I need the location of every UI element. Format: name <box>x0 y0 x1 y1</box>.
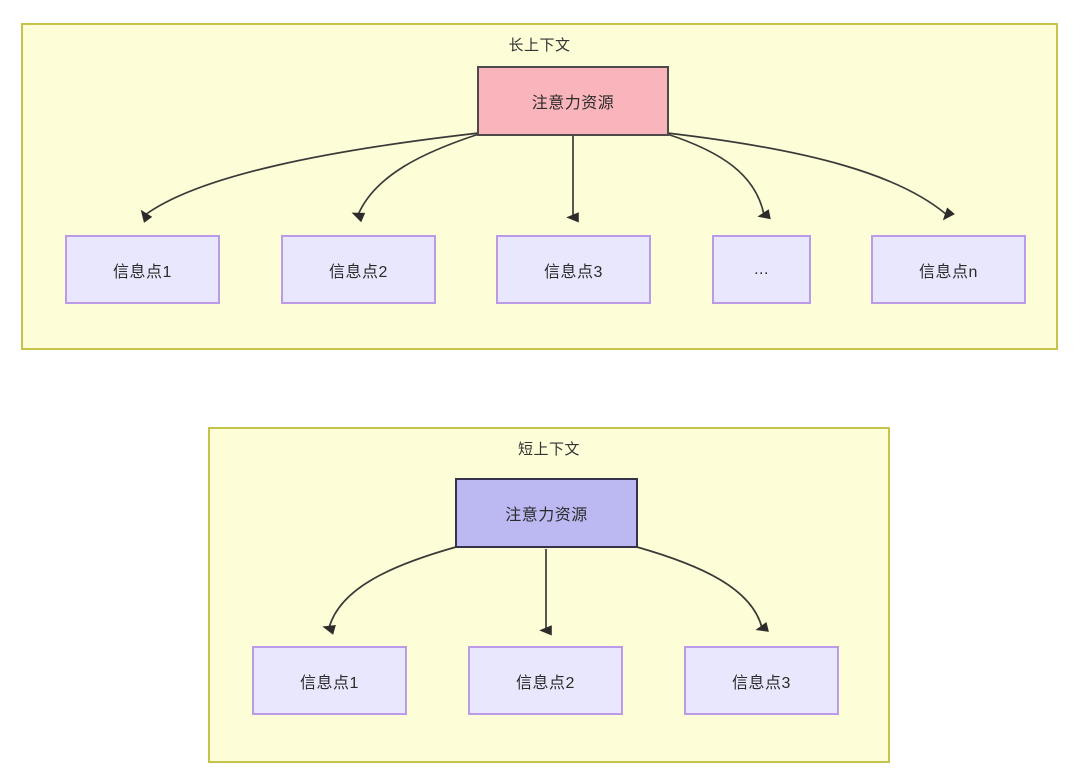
node-info-point-2-short[interactable]: 信息点2 <box>468 646 623 715</box>
node-info-point-1-long[interactable]: 信息点1 <box>65 235 220 304</box>
node-label: 信息点2 <box>516 674 575 692</box>
node-label: 信息点3 <box>544 263 603 281</box>
node-label: ... <box>754 260 769 278</box>
node-info-point-3-long[interactable]: 信息点3 <box>496 235 651 304</box>
panel-short-context-title: 短上下文 <box>517 441 580 458</box>
node-info-point-ellipsis-long[interactable]: ... <box>712 235 811 304</box>
node-label: 注意力资源 <box>531 95 615 112</box>
panel-long-context-title: 长上下文 <box>508 37 571 54</box>
node-attention-resource-short[interactable]: 注意力资源 <box>455 478 638 548</box>
node-info-point-3-short[interactable]: 信息点3 <box>684 646 839 715</box>
node-info-point-1-short[interactable]: 信息点1 <box>252 646 407 715</box>
node-label: 信息点3 <box>732 674 791 692</box>
node-label: 信息点2 <box>329 263 388 281</box>
node-info-point-2-long[interactable]: 信息点2 <box>281 235 436 304</box>
node-label: 注意力资源 <box>505 507 588 524</box>
node-attention-resource-long[interactable]: 注意力资源 <box>477 66 669 136</box>
node-info-point-n-long[interactable]: 信息点n <box>871 235 1026 304</box>
node-label: 信息点n <box>919 263 978 281</box>
node-label: 信息点1 <box>113 263 172 281</box>
node-label: 信息点1 <box>300 674 359 692</box>
